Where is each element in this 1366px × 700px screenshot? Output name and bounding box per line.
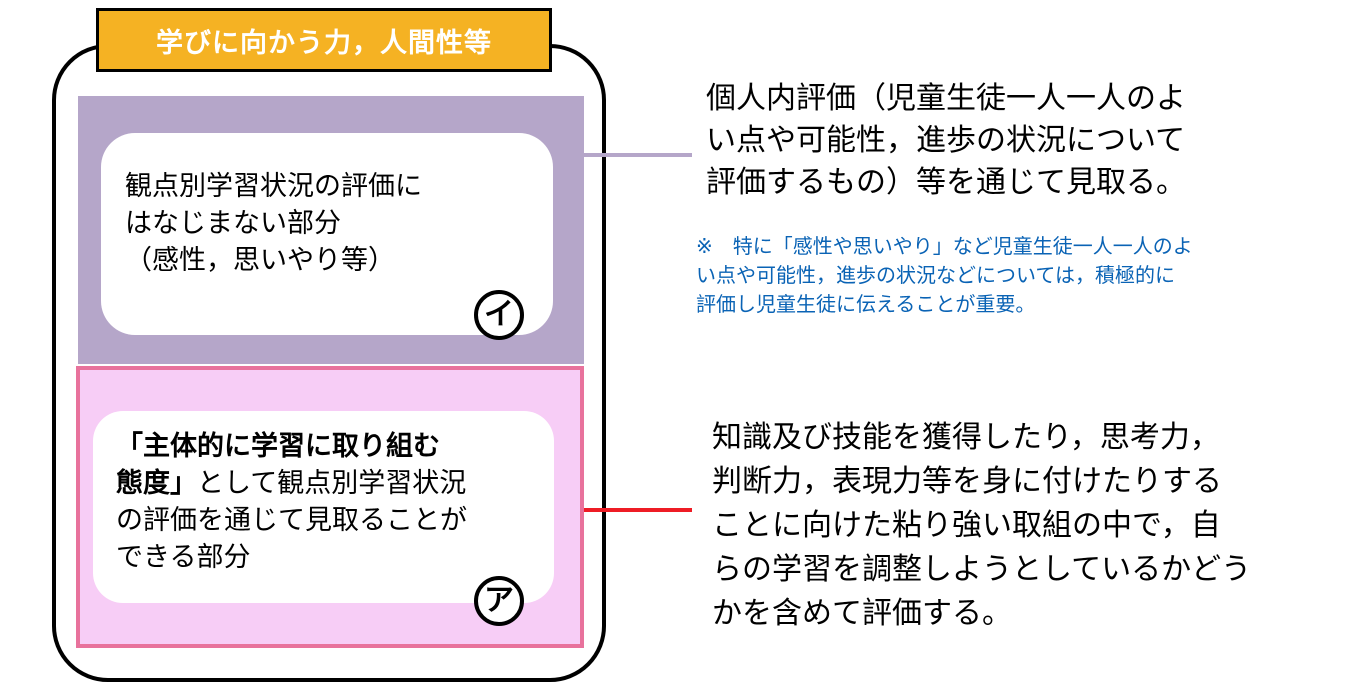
badge-i: イ [474, 290, 524, 340]
connector-line-i [584, 153, 692, 157]
badge-a: ア [474, 576, 524, 626]
section-i-description: 個人内評価（児童生徒一人一人のよ い点や可能性，進歩の状況について 評価するもの… [706, 78, 1326, 204]
section-i-card-text: 観点別学習状況の評価に はなじまない部分 （感性，思いやり等） [125, 168, 535, 279]
section-i-card-line: （感性，思いやり等） [125, 245, 395, 276]
section-a-card-line-bold: 「主体的に学習に取り組む [116, 431, 440, 462]
section-i-card-line: 観点別学習状況の評価に [125, 171, 422, 202]
section-a-card-line: の評価を通じて見取ることが [116, 505, 467, 536]
section-a-card-fragment: として観点別学習状況 [197, 468, 467, 499]
section-a-description-line: らの学習を調整しようとしているかどう [712, 552, 1252, 587]
section-a-description: 知識及び技能を獲得したり，思考力， 判断力，表現力等を身に付けたりする ことに向… [712, 416, 1332, 636]
section-i-note-line: 評価し児童生徒に伝えることが重要。 [696, 292, 1036, 316]
section-a-card-text: 「主体的に学習に取り組む 態度」として観点別学習状況 の評価を通じて見取ることが… [116, 428, 536, 576]
section-i-description-line: い点や可能性，進歩の状況について [706, 123, 1186, 158]
section-a-card [93, 411, 554, 603]
section-i-note: ※ 特に「感性や思いやり」など児童生徒一人一人のよ い点や可能性，進歩の状況など… [696, 232, 1336, 319]
section-i-note-line: い点や可能性，進歩の状況などについては，積極的に [696, 263, 1175, 287]
section-i-description-line: 個人内評価（児童生徒一人一人のよ [706, 81, 1186, 116]
section-i-card-line: はなじまない部分 [125, 208, 341, 239]
section-i-description-line: 評価するもの）等を通じて見取る。 [706, 165, 1186, 200]
section-a-description-line: 知識及び技能を獲得したり，思考力， [712, 420, 1220, 455]
section-a-description-line: かを含めて評価する。 [712, 596, 1012, 631]
section-i-note-line: ※ 特に「感性や思いやり」など児童生徒一人一人のよ [696, 234, 1193, 258]
section-a-card-line: できる部分 [116, 542, 251, 573]
section-a-card-line: 態度」として観点別学習状況 [116, 465, 536, 502]
diagram-title: 学びに向かう力，人間性等 [96, 8, 552, 72]
section-a-description-line: 判断力，表現力等を身に付けたりする [712, 464, 1222, 499]
connector-line-a [584, 508, 692, 512]
section-a-description-line: ことに向けた粘り強い取組の中で，自 [712, 508, 1221, 543]
section-a-card-bold-fragment: 態度」 [116, 468, 197, 499]
